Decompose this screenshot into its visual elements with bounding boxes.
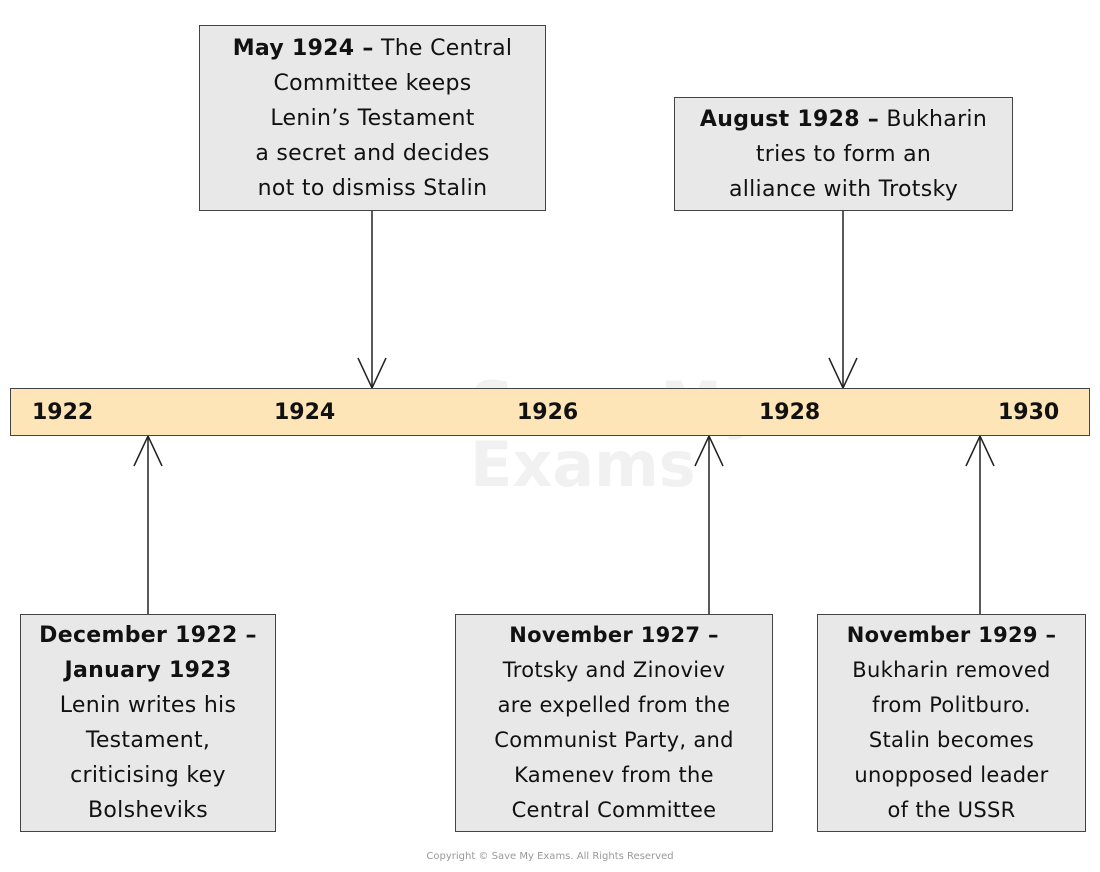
event-date: August 1928 – bbox=[699, 106, 880, 132]
event-box-may1924: May 1924 – The Central Committee keeps L… bbox=[199, 25, 546, 211]
event-date: January 1923 bbox=[64, 658, 232, 683]
year-label: 1924 bbox=[274, 400, 336, 425]
year-label: 1926 bbox=[517, 400, 579, 425]
year-label: 1922 bbox=[32, 400, 94, 425]
arrow-dec1922 bbox=[133, 434, 163, 614]
event-box-dec1922: December 1922 – January 1923 Lenin write… bbox=[20, 614, 276, 832]
event-box-nov1929: November 1929 – Bukharin removed from Po… bbox=[817, 614, 1086, 832]
timeline-bar bbox=[10, 388, 1090, 436]
copyright-notice: Copyright © Save My Exams. All Rights Re… bbox=[426, 851, 674, 862]
event-date: November 1929 – bbox=[846, 623, 1057, 647]
arrow-nov1927 bbox=[694, 434, 724, 614]
arrow-may1924 bbox=[357, 211, 387, 390]
event-date: November 1927 – bbox=[509, 623, 719, 647]
event-box-nov1927: November 1927 – Trotsky and Zinoviev are… bbox=[455, 614, 773, 832]
arrow-nov1929 bbox=[965, 434, 995, 614]
event-box-aug1928: August 1928 – Bukharin tries to form an … bbox=[674, 97, 1013, 211]
event-date: May 1924 – bbox=[232, 35, 374, 61]
year-label: 1928 bbox=[759, 400, 821, 425]
arrow-aug1928 bbox=[828, 211, 858, 390]
event-date: December 1922 – bbox=[39, 623, 257, 648]
year-label: 1930 bbox=[998, 400, 1060, 425]
